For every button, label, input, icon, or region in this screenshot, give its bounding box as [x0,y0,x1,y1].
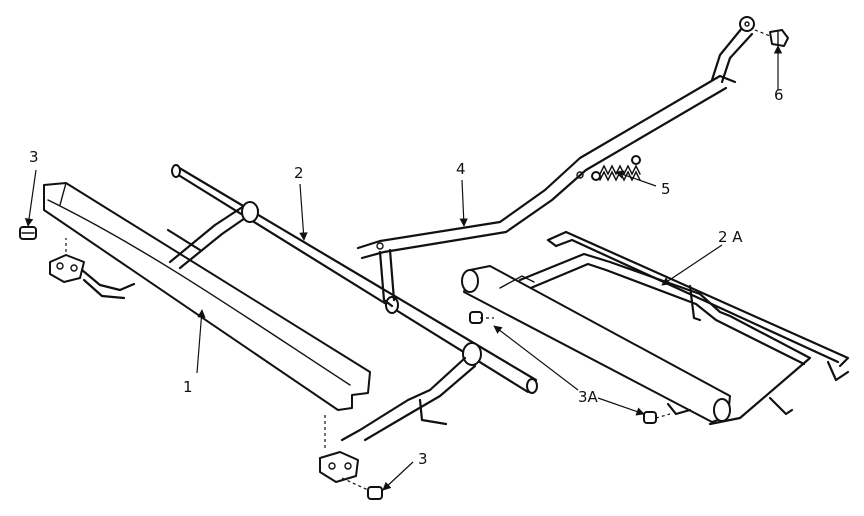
callout-1: 1 [183,378,193,396]
callout-2: 2 [294,164,304,182]
part-2-shaft [166,164,538,442]
bottom-bracket-hardware [319,415,383,500]
left-bracket-hardware [19,226,136,300]
callout-5: 5 [661,180,671,198]
part-6-screw [754,29,789,47]
callout-3-bottom: 3 [418,450,428,468]
leader-lines [24,45,783,491]
part-4-link-arm [356,16,755,308]
part-5-spring [591,155,641,182]
callout-4: 4 [456,160,466,178]
callout-3a: 3A [578,388,599,406]
part-1-bar [43,182,371,411]
callout-3-left: 3 [29,148,39,166]
part-2a-frame [461,230,850,426]
callout-6: 6 [774,86,784,104]
callout-2a: 2 A [718,228,743,246]
